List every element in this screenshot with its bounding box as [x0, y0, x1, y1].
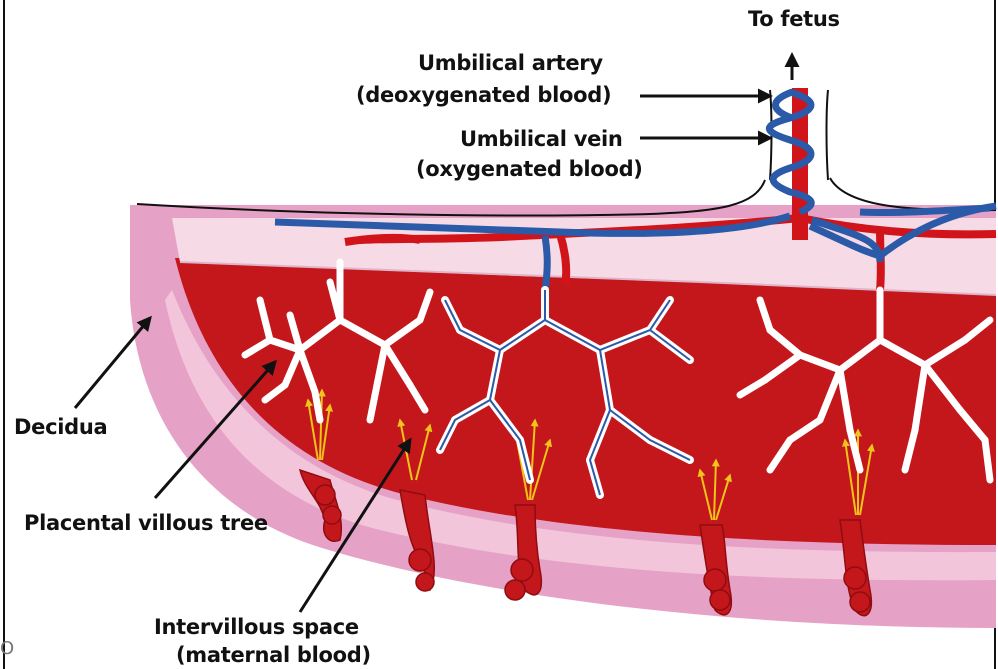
label-umbilical-artery-desc: (deoxygenated blood): [356, 82, 611, 108]
label-decidua: Decidua: [14, 414, 107, 440]
label-umbilical-vein: Umbilical vein: [460, 126, 623, 152]
label-umbilical-vein-desc: (oxygenated blood): [416, 156, 643, 182]
label-umbilical-artery: Umbilical artery: [418, 50, 603, 76]
label-villous-tree: Placental villous tree: [24, 510, 268, 536]
edge-mark: O: [0, 638, 14, 659]
arrow-decidua: [75, 318, 150, 408]
label-intervillous-desc: (maternal blood): [176, 642, 371, 668]
label-to-fetus: To fetus: [748, 6, 840, 32]
label-intervillous-space: Intervillous space: [154, 614, 359, 640]
